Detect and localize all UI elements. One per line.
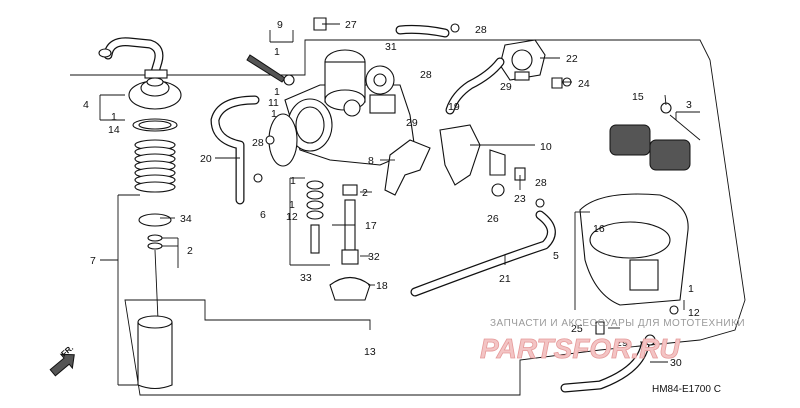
callout: 34 (180, 213, 192, 225)
callout: 26 (487, 213, 499, 225)
callout: 29 (500, 81, 512, 93)
callout: 5 (553, 250, 559, 262)
bolt-24 (551, 77, 563, 89)
clip-28a (450, 23, 460, 33)
jet-parts (306, 180, 371, 301)
callout: 28 (420, 69, 432, 81)
bolt-27 (313, 17, 327, 31)
callout: 6 (260, 209, 266, 221)
callout: 22 (566, 53, 578, 65)
callout: 4 (83, 99, 89, 111)
callout: 12 (688, 307, 700, 319)
callout: 15 (632, 91, 644, 103)
float-3 (609, 102, 701, 171)
lever-8 (384, 139, 431, 196)
callout-labels: 27 9 1 1 31 28 22 24 4 1 14 28 11 1 19 2… (83, 19, 700, 369)
callout: 3 (686, 99, 692, 111)
callout: 1 (274, 46, 280, 58)
callout: 10 (540, 141, 552, 153)
front-arrow (49, 353, 75, 377)
callout: 29 (616, 337, 628, 349)
callout: 13 (364, 346, 376, 358)
callout: 1 (688, 283, 694, 295)
callout: 1 (290, 175, 296, 187)
callout: 33 (300, 272, 312, 284)
watermark-logo: PARTSFOR.RU (480, 333, 680, 364)
callout: 21 (499, 273, 511, 285)
bolt-25 (595, 321, 605, 335)
callout: 1 (111, 111, 117, 123)
drawing-code: HM84-E1700 C (652, 384, 721, 395)
carburetor-body (246, 49, 416, 167)
callout: 2 (362, 187, 368, 199)
callout: 9 (277, 19, 283, 31)
callout: 27 (345, 19, 357, 31)
callout: 28 (535, 177, 547, 189)
leader-lines (99, 23, 700, 386)
vacuum-piston-assembly (98, 37, 182, 390)
callout: 25 (571, 323, 583, 335)
callout: 8 (368, 155, 374, 167)
callout: 29 (406, 117, 418, 129)
callout: 31 (385, 41, 397, 53)
callout: 7 (90, 255, 96, 267)
hose-21 (410, 210, 556, 297)
callout: 18 (376, 280, 388, 292)
callout: 16 (593, 223, 605, 235)
washer-29 (644, 334, 656, 346)
callout: 19 (448, 101, 460, 113)
callout: 12 (286, 211, 298, 223)
callout: 1 (271, 108, 277, 120)
callout: 1 (289, 199, 295, 211)
clip-28c (253, 173, 263, 183)
callout: 14 (108, 124, 120, 136)
callout: 30 (670, 357, 682, 369)
callout: 1 (274, 86, 280, 98)
bracket-10b (489, 149, 506, 176)
hose-20 (210, 95, 260, 205)
callout: 23 (514, 193, 526, 205)
bracket-10 (439, 124, 481, 186)
callout: 32 (368, 251, 380, 263)
watermark-caption: ЗАПЧАСТИ И АКСЕССУАРЫ ДЛЯ МОТОТЕХНИКИ (490, 318, 745, 329)
spring (134, 139, 176, 193)
callout: 28 (252, 137, 264, 149)
callout: 28 (475, 24, 487, 36)
callout: 17 (365, 220, 377, 232)
group-boundary-13 (70, 39, 746, 396)
callout: 2 (187, 245, 193, 257)
callout: 24 (578, 78, 590, 90)
float-chamber (579, 193, 689, 315)
clip-28d (265, 135, 275, 145)
callout: 20 (200, 153, 212, 165)
clip-28b (535, 198, 545, 208)
callout: 11 (268, 97, 279, 109)
